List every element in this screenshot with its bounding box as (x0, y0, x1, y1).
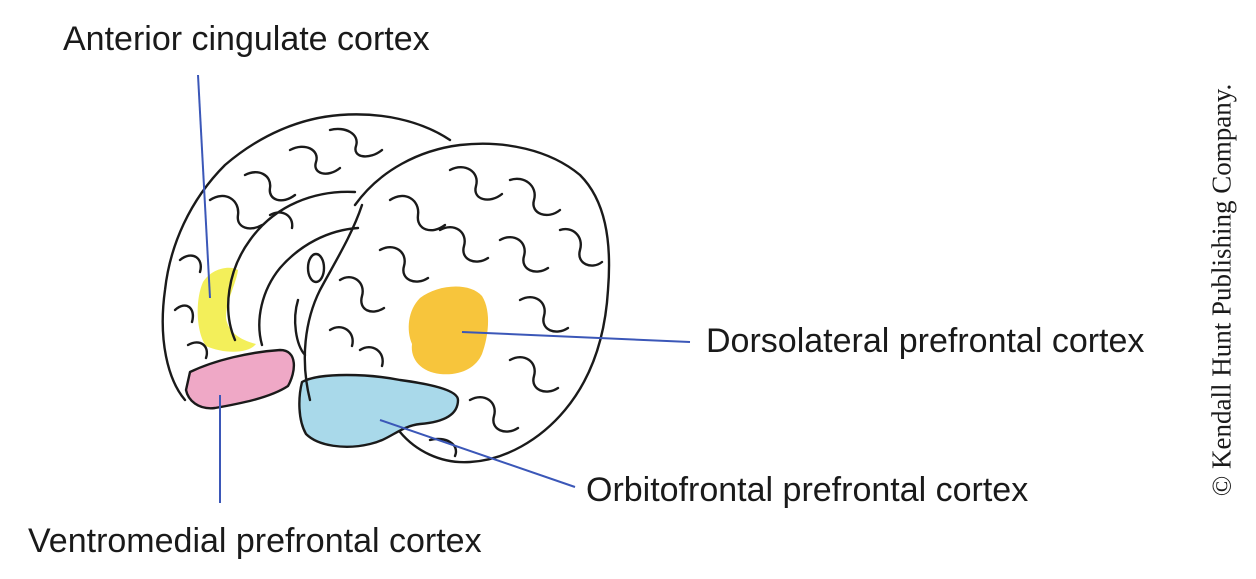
brain-outline (161, 113, 611, 464)
anterior-cingulate-region (197, 267, 256, 352)
orbitofrontal-region (299, 375, 458, 447)
label-dorsolateral: Dorsolateral prefrontal cortex (706, 322, 1145, 360)
leader-orbitofrontal (379, 419, 576, 488)
label-ventromedial: Ventromedial prefrontal cortex (28, 522, 482, 560)
leader-anterior-cingulate (197, 74, 211, 299)
dorsolateral-region (408, 286, 489, 375)
label-anterior-cingulate: Anterior cingulate cortex (63, 20, 430, 58)
label-orbitofrontal: Orbitofrontal prefrontal cortex (586, 471, 1029, 509)
ventromedial-region (186, 350, 294, 409)
leader-dorsolateral (461, 331, 691, 343)
copyright-notice: © Kendall Hunt Publishing Company. (1206, 83, 1237, 497)
